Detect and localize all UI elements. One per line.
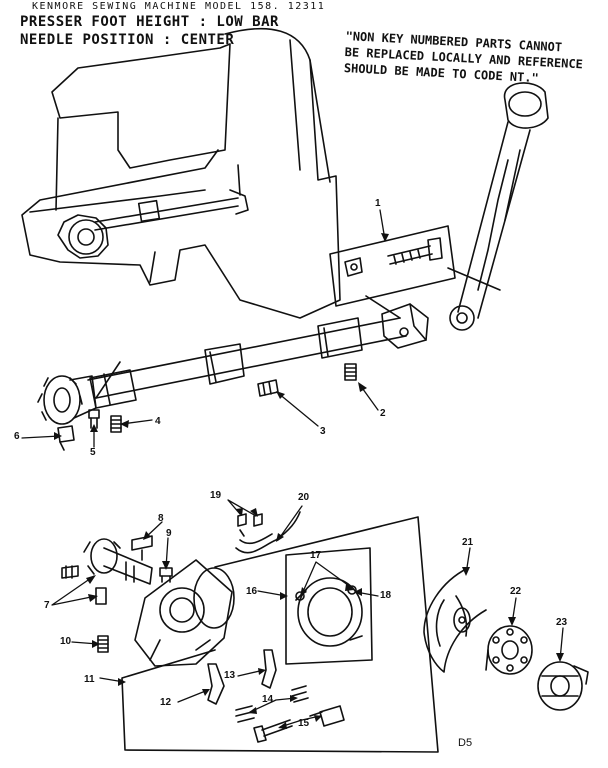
callout-20: 20 [298,492,310,503]
hook-screws-15 [253,705,345,743]
callout-12: 12 [160,697,172,708]
set-screw-3 [257,379,279,397]
hook-screw-9 [159,567,173,583]
part-1-frame [329,225,501,319]
set-screw-6 [57,425,75,451]
callout-3: 3 [320,426,326,437]
callout-19: 19 [210,490,222,501]
hook-springs-14 [235,685,309,723]
callout-18: 18 [380,590,392,601]
model-title: KENMORE SEWING MACHINE MODEL 158. 12311 [32,1,326,12]
shaft-bevel-gear [37,375,97,425]
main-shaft [87,317,407,399]
presser-foot-height: PRESSER FOOT HEIGHT : LOW BAR [20,14,279,30]
hook-screws-19 [237,513,263,537]
page-code: D5 [458,737,473,749]
arrowheads [54,233,564,729]
callout-8: 8 [158,513,164,524]
callout-14: 14 [262,694,274,705]
callout-13: 13 [224,670,236,681]
part-1-screw [387,237,443,265]
leader-lines [21,209,564,728]
machine-outline [21,27,341,319]
callout-15: 15 [298,718,310,729]
machine-upper-shaft [94,164,249,231]
callout-10: 10 [60,636,72,647]
callout-11: 11 [84,674,95,685]
callout-5: 5 [90,447,96,458]
callout-23: 23 [556,617,568,628]
hook-gear-housing [134,559,235,667]
part-1-nut [344,257,363,277]
callout-6: 6 [14,431,20,442]
set-screw-2 [344,363,357,381]
hook-assembly-frame [121,516,439,753]
connecting-rod [449,82,549,331]
shaft-crank-end [381,303,429,349]
callout-2: 2 [380,408,386,419]
hook-screw-8 [131,535,153,561]
hook-bevel-gear [83,538,153,585]
callout-4: 4 [155,416,161,427]
callout-17: 17 [310,550,322,561]
bobbin-case-21 [423,567,487,673]
callout-1: 1 [375,198,381,209]
callout-21: 21 [462,537,474,548]
shaft-collars [89,317,363,409]
callout-16: 16 [246,586,258,597]
bobbin-case-23 [537,661,589,711]
callout-9: 9 [166,528,172,539]
machine-handwheel-gear [57,214,109,259]
needle-position: NEEDLE POSITION : CENTER [20,32,235,48]
callout-7: 7 [44,600,50,611]
set-screw-4 [110,415,122,433]
hook-spring-20 [235,511,301,554]
callout-22: 22 [510,586,522,597]
set-screw-5 [88,409,100,429]
bobbin-22 [485,625,533,675]
